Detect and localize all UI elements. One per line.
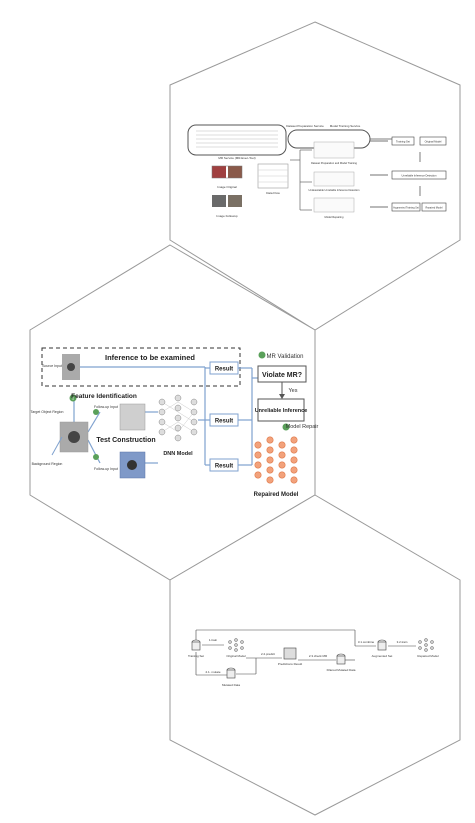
repaired-model-bottom-label: Repaired Model (417, 654, 439, 658)
step-3-badge (258, 351, 266, 359)
test-construction: Test Construction (96, 437, 155, 444)
retrain-label: 3.2.train (397, 640, 408, 644)
out-repaired-box (421, 202, 447, 212)
predictions-icon (283, 647, 297, 660)
followup-input-2-label: Follow-up Input (94, 467, 118, 471)
section-dataset (313, 141, 355, 159)
dnn-model-label: DNN Model (163, 451, 193, 457)
step-1-badge (69, 394, 77, 402)
out-original-box (419, 136, 447, 146)
panel-bottom: Training Set 1.train Original Model 2.1.… (188, 629, 439, 687)
train-label: 1.train (209, 638, 218, 642)
photo-original-1 (212, 166, 226, 178)
panel-top: MR Service (MR-Exec-Tool) Dataset Prepar… (187, 124, 447, 219)
repaired-model-graph (254, 436, 298, 484)
background-region-label: Background Region (32, 462, 63, 466)
mutate-label: 2.1. mutate (205, 670, 220, 674)
panel-middle: Inference to be examined Source Input 1 (31, 347, 319, 498)
original-model-icon (228, 638, 244, 652)
step-1: 1 (72, 396, 75, 401)
target-object-label: Target Object Region (31, 410, 64, 414)
step-2a-badge (93, 409, 99, 415)
out-repaired: Repaired Model (426, 207, 443, 210)
hexagon-bottom (169, 494, 461, 816)
caption-original: Image Original (217, 185, 237, 189)
original-model-label: Original Model (226, 654, 246, 658)
model-repair: Model Repair (286, 424, 319, 430)
out-unreliable-box (391, 170, 447, 180)
button-dataset: Dataset Preparation and Model Training (311, 161, 357, 165)
photo-original-2 (228, 166, 242, 178)
predict-label: 2.2.predict (261, 652, 275, 656)
photo-followup-2 (228, 195, 242, 207)
result-box-1 (209, 361, 239, 375)
mr-tool-label: MR Service (MR-Exec-Tool) (218, 156, 255, 160)
mutated-data-label: Mutated Data (222, 683, 240, 687)
out-augmented-box (391, 202, 421, 212)
check-label: 2.3.check MR (309, 654, 328, 658)
followup-input-1-label: Follow-up Input (94, 405, 118, 409)
repaired-model-label: Repaired Model (254, 492, 299, 498)
dataset-service-title: Dataset Preparation Service (286, 124, 324, 128)
repaired-model-icon (418, 638, 434, 652)
yes-label: Yes (289, 388, 298, 394)
training-service-title: Model Training Service (330, 124, 361, 128)
caption-followup: Image Followup (216, 214, 238, 218)
inference-title: Inference to be examined (105, 353, 195, 362)
step-4-badge (282, 423, 290, 431)
source-input-label: Source Input (42, 364, 62, 368)
out-training: Training Set (396, 140, 410, 144)
feature-identification: Feature Identification (71, 393, 137, 400)
button-repair: Model Repairing (325, 215, 344, 219)
unreliable-inference: Unreliable Inference (255, 408, 308, 414)
inference-dashed-box (41, 347, 241, 387)
out-unreliable: Unreliable Inference Detection (402, 174, 437, 178)
mr-validation: MR Validation (267, 354, 304, 360)
unreliable-inference-box (257, 398, 305, 422)
section-unreliable (313, 171, 355, 187)
result-box-3 (209, 458, 239, 472)
out-augmented: Augmented Training Set (393, 207, 419, 210)
out-training-box (391, 136, 415, 146)
result-3: Result (215, 464, 233, 470)
mr-tool-frame (187, 124, 287, 156)
violate-mr: Violate MR? (262, 372, 302, 379)
out-original: Original Model (425, 140, 442, 144)
combine-label: 3.1.combine (358, 640, 375, 644)
result-2: Result (215, 419, 233, 425)
button-unreliable: Undetectable Unreliable Inference Detect… (309, 188, 360, 192)
result-box-2 (209, 413, 239, 427)
predictions-label: Predictions Result (278, 662, 302, 666)
section-repair (313, 197, 355, 213)
augmented-set-label: Augmented Set (372, 654, 393, 658)
data-flow-label: Data Flow (266, 191, 280, 195)
filtered-data-label: Filtered Mutated Data (327, 668, 356, 672)
step-2b-badge (93, 454, 99, 460)
followup-image-1 (119, 403, 146, 431)
photo-followup-1 (212, 195, 226, 207)
result-1: Result (215, 367, 233, 373)
